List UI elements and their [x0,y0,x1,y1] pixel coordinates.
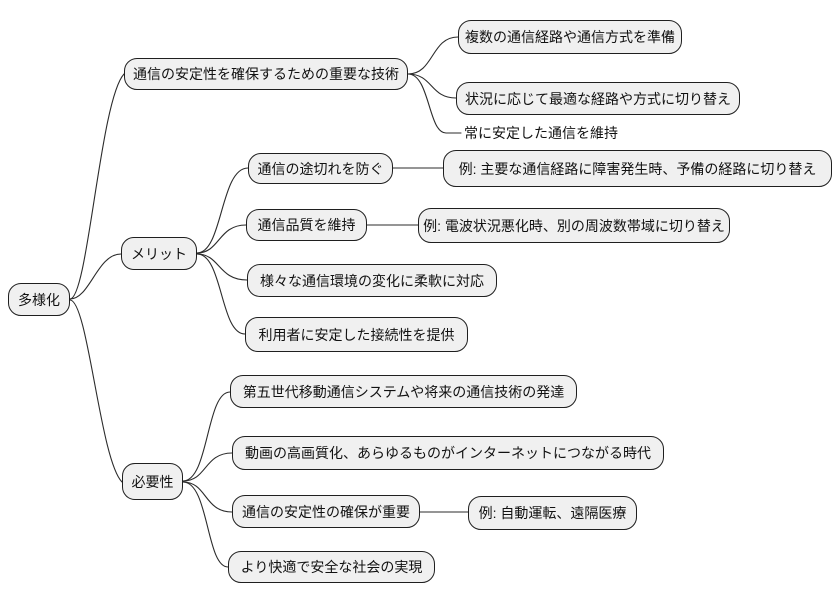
node-example-backup-route: 例: 主要な通信経路に障害発生時、予備の経路に切り替え [443,150,832,187]
edge-merit-to-prevent-disconnection [196,167,249,254]
edge-merit-to-maintain-quality [196,224,247,254]
node-branch-necessity: 必要性 [122,463,183,500]
node-branch-merit: メリット [121,237,197,270]
node-multiple-routes: 複数の通信経路や通信方式を準備 [458,20,682,54]
edge-merit-to-flexible-adaptation [196,253,248,281]
edge-necessity-to-5g-development [182,391,231,482]
edge-necessity-to-video-iot-era [182,452,233,482]
edge-technology-to-switch-optimal [407,73,457,99]
node-stability-important: 通信の安定性の確保が重要 [232,495,420,528]
node-stable-communication: 常に安定した通信を維持 [464,125,618,141]
node-branch-technology: 通信の安定性を確保するための重要な技術 [124,58,408,90]
edge-necessity-to-stability-important [182,481,233,513]
node-flexible-adaptation: 様々な通信環境の変化に柔軟に対応 [247,264,497,297]
node-maintain-quality: 通信品質を維持 [246,209,367,241]
edge-technology-to-multiple-routes [407,36,459,75]
edge-root-to-necessity [69,299,123,483]
edge-necessity-to-comfortable-society [182,481,229,568]
node-prevent-disconnection: 通信の途切れを防ぐ [248,153,393,184]
node-video-iot-era: 動画の高画質化、あらゆるものがインターネットにつながる時代 [232,436,664,470]
node-example-frequency-band: 例: 電波状況悪化時、別の周波数帯域に切り替え [418,208,730,243]
node-switch-optimal: 状況に応じて最適な経路や方式に切り替え [456,82,740,115]
node-stable-connectivity: 利用者に安定した接続性を提供 [245,317,468,352]
node-example-autonomous-remote: 例: 自動運転、遠隔医療 [468,496,637,530]
edge-root-to-technology [69,73,125,300]
node-comfortable-society: より快適で安全な社会の実現 [228,551,435,583]
node-5g-development: 第五世代移動通信システムや将来の通信技術の発達 [230,375,577,408]
edge-merit-to-stable-connectivity [196,253,246,335]
edge-technology-to-stable-communication [407,73,462,134]
node-root: 多様化 [8,283,70,316]
edge-root-to-merit [69,253,122,300]
